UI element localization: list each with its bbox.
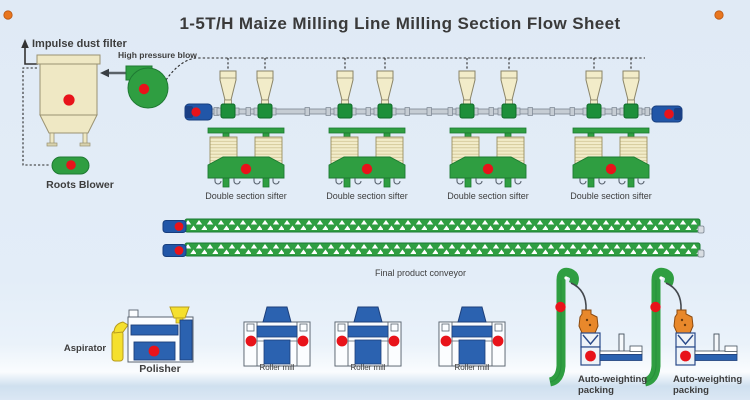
double-section-sifter-label-4: Double section sifter [570, 191, 652, 201]
exhaust-arrow [21, 39, 38, 65]
auto-weighting-packing-1 [550, 272, 642, 382]
polisher-machine [127, 306, 194, 363]
cyclone-5-icon [455, 57, 479, 119]
double-section-sifter-label-2: Double section sifter [326, 191, 408, 201]
impulse-dust-filter-label: Impulse dust filter [32, 38, 127, 50]
double-section-sifter-label-1: Double section sifter [205, 191, 287, 201]
cyclone-2-icon [253, 57, 277, 119]
high-pressure-blower-machine [125, 65, 169, 109]
auto-weighting-packing-2 [645, 272, 737, 382]
final-product-conveyor-2 [162, 242, 705, 258]
cyclone-3-icon [333, 57, 357, 119]
cyclone-6-icon [497, 57, 521, 119]
double-section-sifter-label-3: Double section sifter [447, 191, 529, 201]
roller-mill-3 [438, 306, 506, 367]
double-section-sifter-2 [328, 127, 406, 188]
polisher-label: Polisher [139, 363, 181, 375]
auto-weighting-packing-label-2: Auto-weighting packing [673, 374, 743, 397]
cyclone-8-icon [619, 57, 643, 119]
final-product-conveyor-label: Final product conveyor [374, 268, 467, 278]
roots-blower-label: Roots Blower [46, 179, 114, 191]
pipe-motor-right [651, 105, 683, 123]
high-pressure-blow-label: High pressure blow [118, 50, 197, 60]
double-section-sifter-1 [207, 127, 285, 188]
corner-dot-right-icon [714, 10, 724, 20]
duct-blower-to-cyclones [165, 57, 645, 81]
cyclone-1-icon [216, 57, 240, 119]
impulse-dust-filter-machine [36, 54, 101, 147]
aspirator-label: Aspirator [63, 343, 107, 354]
auto-weighting-packing-label-1: Auto-weighting packing [578, 374, 648, 397]
roller-mill-1 [243, 306, 311, 367]
roller-mill-2 [334, 306, 402, 367]
roller-mill-label-2: Roller mill [350, 363, 386, 372]
double-section-sifter-3 [449, 127, 527, 188]
cyclone-4-icon [373, 57, 397, 119]
cyclone-7-icon [582, 57, 606, 119]
page-title: 1-5T/H Maize Milling Line Milling Sectio… [179, 14, 621, 33]
roller-mill-label-3: Roller mill [454, 363, 490, 372]
roller-mill-label-1: Roller mill [259, 363, 295, 372]
pipe-motor-left [184, 103, 213, 121]
aspirator-machine [111, 321, 129, 362]
roots-blower-machine [51, 156, 90, 175]
corner-dot-left-icon [3, 10, 13, 20]
double-section-sifter-4 [572, 127, 650, 188]
final-product-conveyor-1 [162, 218, 705, 234]
